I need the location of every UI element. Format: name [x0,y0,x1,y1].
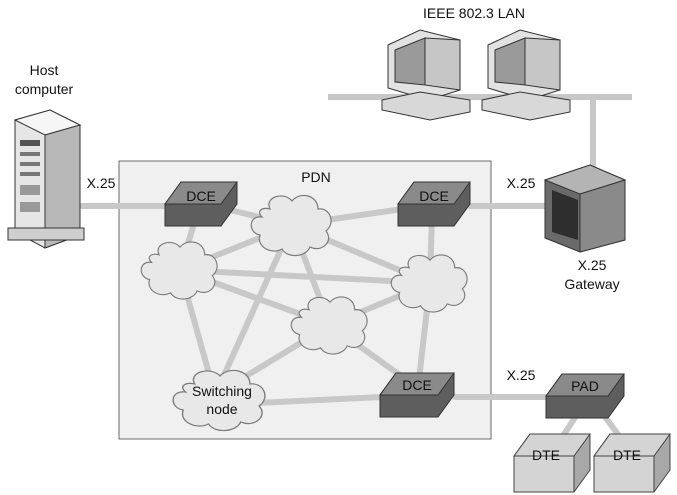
dce-box-bottom: DCE [379,372,455,418]
gateway-device-icon [543,164,627,253]
dce-box-right: DCE [397,181,471,227]
lan-bus [328,90,632,170]
pdn-label: PDN [301,169,331,185]
lan-label: IEEE 802.3 LAN [423,5,525,21]
dce-box-left: DCE [164,181,238,227]
pad-label: PAD [571,378,599,394]
dce-right-label: DCE [419,188,449,204]
dce-bottom-label: DCE [402,377,432,393]
x25-host-link-label: X.25 [87,175,116,191]
x25-pad-link-label: X.25 [507,367,536,383]
dte-right-label: DTE [613,447,641,463]
switching-node-label-line1: Switching [192,383,252,399]
desktop-computer-icon [381,29,471,121]
server-tower-icon [7,109,85,249]
switching-node-label-line2: node [206,401,237,417]
host-label-line1: Host [30,62,59,78]
host-label-line2: computer [15,81,74,97]
dte-box-right: DTE [593,433,671,493]
desktop-computer-icon [481,29,571,121]
dce-left-label: DCE [186,188,216,204]
dte-left-label: DTE [532,447,560,463]
x25-gateway-link-label: X.25 [507,175,536,191]
gateway-label-line2: Gateway [564,276,619,292]
gateway-label-line1: X.25 [578,257,607,273]
pad-box: PAD [545,373,625,419]
dte-box-left: DTE [513,433,591,493]
